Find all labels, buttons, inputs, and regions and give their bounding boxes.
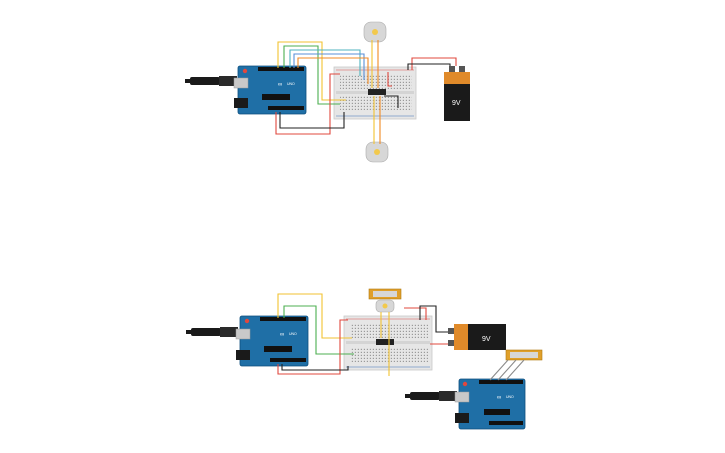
wire-gray-pot2-b[interactable] <box>497 359 517 381</box>
wire-gray-pot2-c[interactable] <box>505 359 525 381</box>
wire-gray-pot2-a[interactable] <box>489 359 509 381</box>
arduino-uno-second[interactable]: ∞ UNO <box>454 378 526 430</box>
wire-black-bottom-2[interactable] <box>419 305 448 333</box>
arduino-uno-top[interactable]: ∞ UNO <box>233 65 307 115</box>
wire-red-bottom-1[interactable] <box>277 319 348 375</box>
breadboard-bottom[interactable] <box>343 315 433 371</box>
motor-top-2[interactable] <box>365 141 389 163</box>
breadboard-top[interactable] <box>333 66 417 120</box>
wire-teal-1[interactable] <box>289 49 361 76</box>
wire-orange-1[interactable] <box>297 57 369 84</box>
wire-red-motor[interactable] <box>387 72 392 87</box>
driver-ic-bottom[interactable] <box>376 339 394 345</box>
bottom-circuit: ∞ UNO 9V <box>186 288 543 430</box>
wire-black-top-1[interactable] <box>279 112 345 129</box>
wire-black-top-2[interactable] <box>407 63 451 70</box>
slide-potentiometer-2[interactable] <box>505 349 543 361</box>
wire-red-bottom-2[interactable] <box>404 307 427 320</box>
top-circuit: ∞ UNO 9V <box>185 21 470 163</box>
wire-black-motor[interactable] <box>384 95 399 108</box>
wire-yellow-2[interactable] <box>277 293 352 339</box>
battery-9v-bottom[interactable]: 9V <box>448 324 506 350</box>
battery-label: 9V <box>452 100 461 107</box>
driver-ic-top[interactable] <box>368 89 386 95</box>
arduino-logo: ∞ <box>278 82 282 88</box>
arduino-uno-bottom[interactable]: ∞ UNO <box>235 315 309 367</box>
arduino-model: UNO <box>289 332 297 336</box>
arduino-logo: ∞ <box>497 395 501 401</box>
arduino-logo: ∞ <box>280 332 284 338</box>
arduino-model: UNO <box>287 82 295 86</box>
wire-black-bottom-1[interactable] <box>281 364 349 371</box>
motor-top-1[interactable] <box>363 21 387 43</box>
wire-red-top-1[interactable] <box>275 73 340 135</box>
wire-green-2[interactable] <box>283 305 354 355</box>
slide-potentiometer[interactable] <box>368 288 402 313</box>
arduino-model: UNO <box>506 395 514 399</box>
battery-label: 9V <box>482 336 491 343</box>
wires-bottom <box>277 293 525 381</box>
wire-blue-1[interactable] <box>293 53 365 80</box>
wires-top <box>275 40 457 144</box>
wire-green-1[interactable] <box>283 45 340 105</box>
battery-9v-top[interactable]: 9V <box>444 66 470 121</box>
